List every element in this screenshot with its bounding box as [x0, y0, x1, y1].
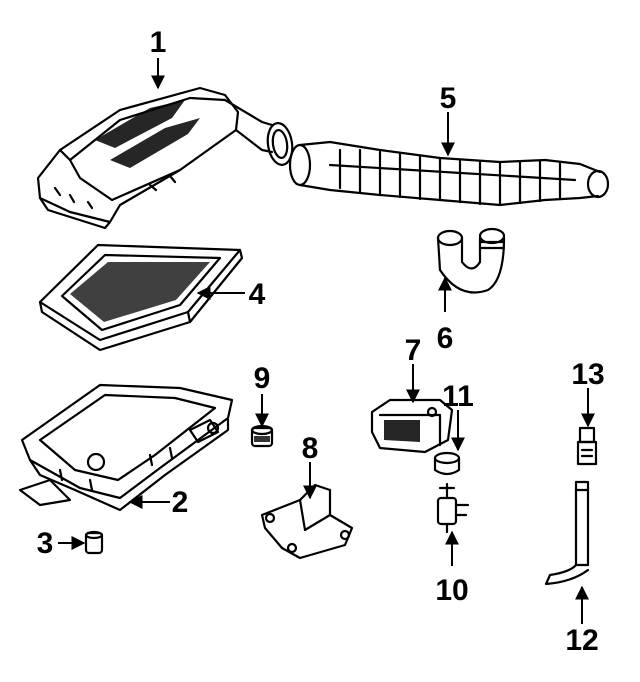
callout-2: 2	[172, 486, 189, 519]
callout-12: 12	[565, 624, 598, 657]
air-cleaner-cover	[36, 86, 294, 230]
callout-3: 3	[37, 527, 54, 560]
callout-9: 9	[254, 362, 271, 395]
control-module	[370, 398, 454, 454]
bracket	[260, 483, 354, 560]
vacuum-tube	[544, 480, 590, 586]
callout-7: 7	[405, 334, 422, 367]
callout-4: 4	[249, 278, 266, 311]
callout-labels: 1 2 3 4 5 6 7 8 9 10 11 12 13	[37, 26, 605, 657]
callout-5: 5	[440, 82, 457, 115]
callout-8: 8	[302, 432, 319, 465]
leader-lines	[58, 58, 595, 624]
intake-hose	[288, 140, 610, 207]
grommet	[84, 530, 104, 555]
callout-13: 13	[571, 358, 604, 391]
callout-1: 1	[150, 26, 167, 59]
sensor	[576, 426, 598, 466]
air-cleaner-base	[18, 383, 234, 512]
elbow-hose	[436, 227, 506, 294]
callout-11: 11	[442, 380, 474, 413]
callout-6: 6	[437, 322, 454, 355]
callout-10: 10	[435, 574, 468, 607]
cap	[433, 451, 461, 476]
mount-grommet	[250, 424, 274, 448]
air-filter	[38, 243, 244, 352]
valve	[436, 482, 470, 534]
